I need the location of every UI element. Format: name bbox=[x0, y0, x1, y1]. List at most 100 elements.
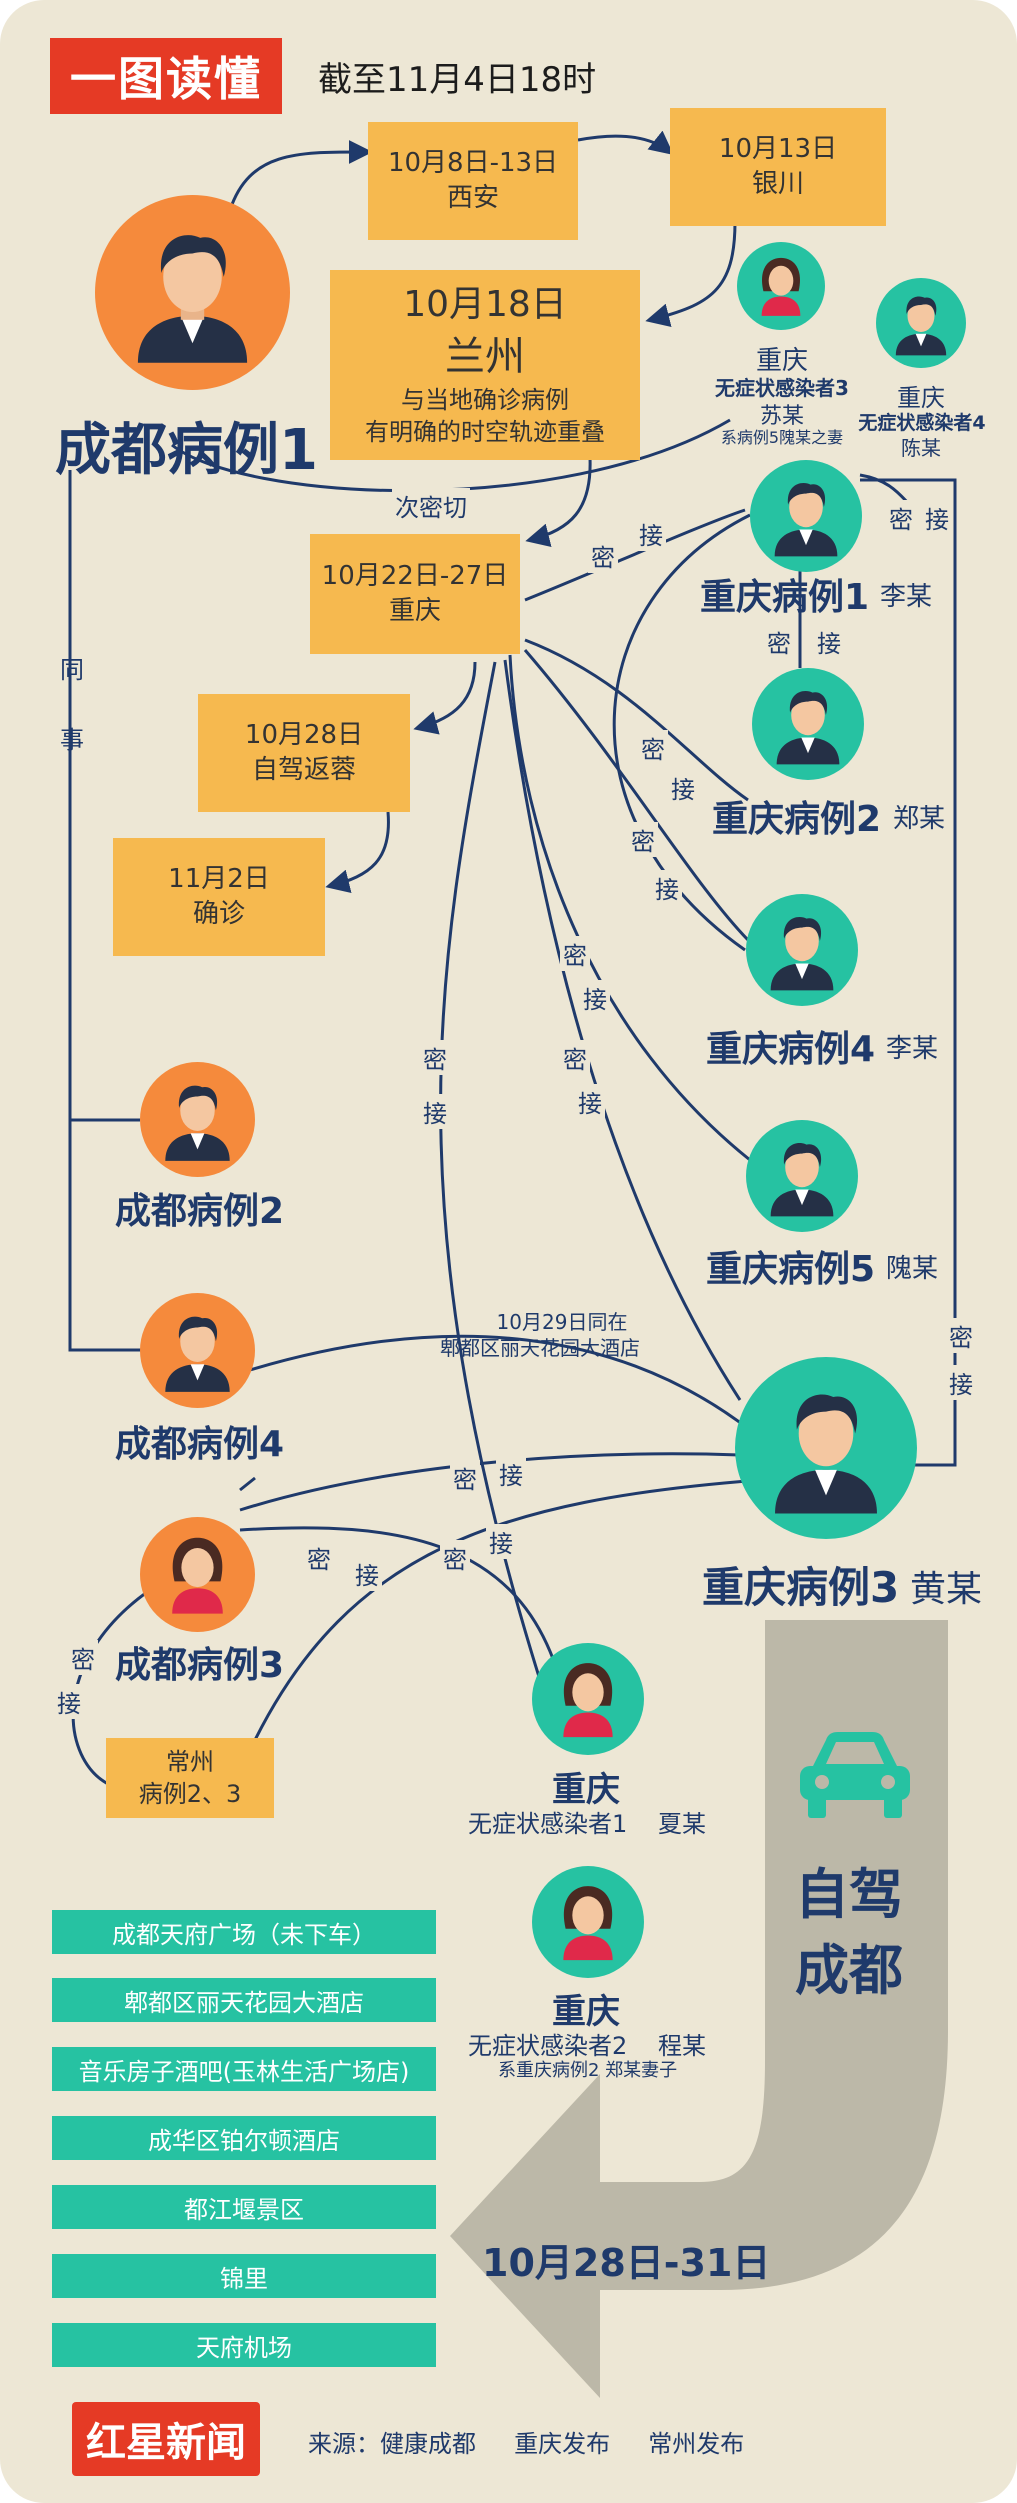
chongqing-case5-label: 重庆病例5 bbox=[706, 1249, 876, 1290]
return-box: 10月28日 自驾返蓉 bbox=[198, 694, 410, 812]
edge-label-close-cd3f: 接 bbox=[486, 1524, 516, 1559]
chongqing-case1-label: 重庆病例1 bbox=[700, 577, 870, 618]
return-text: 自驾返蓉 bbox=[251, 755, 356, 785]
chongqing-case3-label: 重庆病例3 bbox=[702, 1563, 900, 1612]
chongqing-case3-avatar-icon bbox=[735, 1357, 917, 1539]
chengdu-case1-label: 成都病例1 bbox=[55, 418, 318, 483]
asym2-title: 无症状感染者2 bbox=[468, 2032, 628, 2060]
edge-label-close-2b: 接 bbox=[814, 624, 844, 659]
asym3-person: 苏某 bbox=[759, 404, 804, 429]
confirm-box: 11月2日 确诊 bbox=[113, 838, 325, 956]
edge-label-close-cd3e: 密 bbox=[440, 1540, 470, 1575]
edge-label-close-cd3a: 密 bbox=[450, 1460, 480, 1495]
chongqing-place: 重庆 bbox=[388, 596, 441, 626]
asym2-person: 程某 bbox=[658, 2032, 706, 2060]
edge-label-close-5b: 接 bbox=[652, 870, 682, 905]
place-item: 音乐房子酒吧(玉林生活广场店) bbox=[52, 2047, 436, 2091]
chongqing-case3-person: 黄某 bbox=[910, 1569, 983, 1610]
asym1-person: 夏某 bbox=[658, 1810, 706, 1838]
edge-label-close-4d: 接 bbox=[668, 770, 698, 805]
edge-label-close-4a: 密 bbox=[886, 500, 916, 535]
chongqing-case4-label: 重庆病例4 bbox=[706, 1029, 876, 1070]
asym2-avatar-icon bbox=[532, 1866, 644, 1978]
footer-source: 来源：健康成都 重庆发布 常州发布 bbox=[308, 2430, 745, 2458]
edge-label-close-3b: 接 bbox=[580, 980, 610, 1015]
edge-label-close-secondary: 次密切 bbox=[392, 488, 470, 523]
asym4-title: 无症状感染者4 bbox=[858, 412, 986, 434]
footer-logo: 红星新闻 bbox=[72, 2402, 260, 2476]
return-date: 10月28日 bbox=[244, 719, 364, 750]
edge-label-close-3a: 密 bbox=[560, 936, 590, 971]
edge-label-close-cq3b: 接 bbox=[946, 1365, 976, 1400]
place-item: 成都天府广场（未下车） bbox=[52, 1910, 436, 1954]
drive-line1: 自驾 bbox=[795, 1863, 903, 1926]
place-item: 都江堰景区 bbox=[52, 2185, 436, 2229]
asym4-person: 陈某 bbox=[901, 436, 941, 460]
asym3-avatar-icon bbox=[737, 242, 825, 330]
edge-label-close-asym2b: 接 bbox=[575, 1084, 605, 1119]
drive-dates: 10月28日-31日 bbox=[482, 2241, 771, 2285]
asym1-title: 无症状感染者1 bbox=[468, 1810, 628, 1838]
confirm-text: 确诊 bbox=[192, 899, 245, 929]
hotel-date: 10月29日同在 bbox=[496, 1310, 628, 1334]
asym1-city: 重庆 bbox=[552, 1770, 620, 1810]
lanzhou-box: 10月18日 兰州 与当地确诊病例 有明确的时空轨迹重叠 bbox=[330, 270, 640, 460]
edge-label-close-asym1b: 接 bbox=[420, 1094, 450, 1129]
chengdu-case3-label: 成都病例3 bbox=[115, 1645, 285, 1686]
yinchuan-date: 10月13日 bbox=[718, 133, 838, 164]
chongqing-box: 10月22日-27日 重庆 bbox=[310, 534, 520, 654]
xian-date: 10月8日-13日 bbox=[387, 147, 559, 178]
changzhou-line2: 病例2、3 bbox=[138, 1780, 242, 1808]
edge-label-colleague-2: 事 bbox=[60, 726, 84, 754]
lanzhou-date: 10月18日 bbox=[403, 284, 567, 326]
hotel-name: 郫都区丽天花园大酒店 bbox=[440, 1336, 640, 1360]
chengdu-case4-avatar-icon bbox=[140, 1293, 255, 1408]
header-tag: 一图读懂 bbox=[50, 38, 282, 114]
chongqing-date: 10月22日-27日 bbox=[321, 560, 509, 591]
edge-label-close-cd3c: 密 bbox=[304, 1540, 334, 1575]
chongqing-case1-person: 李某 bbox=[880, 582, 933, 612]
chengdu-case2-avatar-icon bbox=[140, 1062, 255, 1177]
place-item: 锦里 bbox=[52, 2254, 436, 2298]
chongqing-case5-avatar-icon bbox=[746, 1120, 858, 1232]
yinchuan-box: 10月13日 银川 bbox=[670, 108, 886, 226]
asym3-city: 重庆 bbox=[755, 346, 808, 376]
changzhou-line1: 常州 bbox=[166, 1747, 214, 1776]
edge-label-close-5a: 密 bbox=[628, 822, 658, 857]
xian-box: 10月8日-13日 西安 bbox=[368, 122, 578, 240]
asym4-city: 重庆 bbox=[897, 384, 945, 412]
chongqing-case4-person: 李某 bbox=[886, 1034, 939, 1064]
chongqing-case2-person: 郑某 bbox=[893, 804, 946, 834]
car-icon bbox=[800, 1732, 910, 1818]
edge-label-close-4b: 接 bbox=[922, 500, 952, 535]
chengdu-case1-avatar-icon bbox=[95, 195, 290, 390]
chongqing-case4-avatar-icon bbox=[746, 894, 858, 1006]
edge-label-close-1b: 接 bbox=[636, 516, 666, 551]
edge-label-close-2a: 密 bbox=[764, 624, 794, 659]
chongqing-case2-avatar-icon bbox=[752, 668, 864, 780]
edge-label-close-cq3a: 密 bbox=[946, 1318, 976, 1353]
asym1-avatar-icon bbox=[532, 1643, 644, 1755]
place-item: 成华区铂尔顿酒店 bbox=[52, 2116, 436, 2160]
drive-line2: 成都 bbox=[795, 1939, 903, 2002]
edge-label-close-cd3b: 接 bbox=[496, 1456, 526, 1491]
asym4-avatar-icon bbox=[876, 278, 966, 368]
edge-label-close-asym2a: 密 bbox=[560, 1040, 590, 1075]
xian-place: 西安 bbox=[446, 183, 499, 213]
lanzhou-place: 兰州 bbox=[445, 333, 525, 380]
lanzhou-note2: 有明确的时空轨迹重叠 bbox=[365, 418, 605, 447]
edge-label-close-cd3d: 接 bbox=[352, 1556, 382, 1591]
asym2-city: 重庆 bbox=[552, 1992, 620, 2032]
chongqing-case5-person: 隗某 bbox=[886, 1254, 939, 1284]
asym3-title: 无症状感染者3 bbox=[715, 376, 849, 400]
place-item: 郫都区丽天花园大酒店 bbox=[52, 1978, 436, 2022]
asym2-note: 系重庆病例2 郑某妻子 bbox=[498, 2060, 678, 2081]
changzhou-box: 常州 病例2、3 bbox=[106, 1738, 274, 1818]
confirm-date: 11月2日 bbox=[168, 863, 270, 894]
edge-label-close-asym1a: 密 bbox=[420, 1040, 450, 1075]
asym3-note: 系病例5隗某之妻 bbox=[720, 428, 844, 447]
edge-label-colleague-1: 同 bbox=[60, 656, 84, 684]
yinchuan-place: 银川 bbox=[751, 169, 804, 199]
